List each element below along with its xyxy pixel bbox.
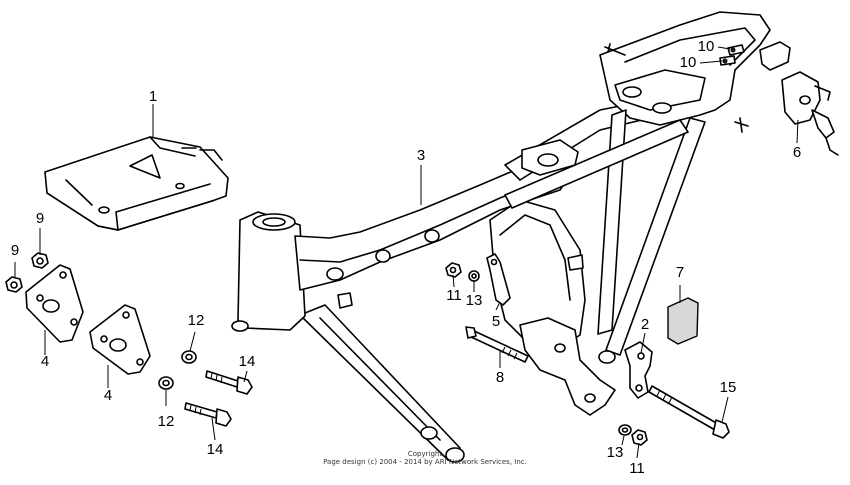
callout-14-upper: 14 xyxy=(239,353,256,370)
engine-hanger-lower xyxy=(89,304,151,375)
skid-plate xyxy=(44,136,229,231)
callout-8: 8 xyxy=(496,369,504,386)
callout-4-upper: 4 xyxy=(41,353,49,370)
callout-2: 2 xyxy=(641,316,649,333)
callout-11-lower: 11 xyxy=(629,460,645,477)
nut-9-right xyxy=(31,252,49,269)
callout-labels: 1 2 3 4 4 5 6 7 8 9 9 10 10 11 11 12 12 … xyxy=(11,38,801,477)
lock-assembly-6 xyxy=(759,41,839,156)
callout-12-upper: 12 xyxy=(188,312,205,329)
bolt-10-upper xyxy=(727,44,745,56)
washer-12-lower xyxy=(158,376,174,390)
bolt-15 xyxy=(648,385,730,439)
copyright-footer: Copyright Page design (c) 2004 - 2014 by… xyxy=(323,450,527,466)
engine-hanger-upper xyxy=(25,264,84,343)
copyright-line-1: Copyright xyxy=(408,450,442,458)
callout-9-right: 9 xyxy=(36,210,44,227)
callout-1: 1 xyxy=(149,88,157,105)
callout-7: 7 xyxy=(676,264,684,281)
main-frame xyxy=(231,11,771,463)
nut-9-left xyxy=(5,276,23,293)
callout-12-lower: 12 xyxy=(158,413,175,430)
callout-13-lower: 13 xyxy=(607,444,624,461)
nut-11-lower xyxy=(631,429,648,446)
bolt-8 xyxy=(465,326,529,363)
callout-13-middle: 13 xyxy=(466,292,483,309)
callout-10-lower: 10 xyxy=(680,54,697,71)
bolt-14-lower xyxy=(184,402,232,427)
leader-lines xyxy=(14,46,799,459)
callout-11-middle: 11 xyxy=(446,287,462,304)
washer-13-lower xyxy=(618,424,632,436)
callout-5: 5 xyxy=(492,313,500,330)
callout-6: 6 xyxy=(793,144,801,161)
copyright-line-2: Page design (c) 2004 - 2014 by ARI Netwo… xyxy=(323,458,527,466)
callout-3: 3 xyxy=(417,147,425,164)
clip-2 xyxy=(624,341,653,399)
callout-10-upper: 10 xyxy=(698,38,715,55)
bracket-5 xyxy=(486,253,511,306)
nut-11-middle xyxy=(445,262,462,278)
bolt-10-lower xyxy=(719,55,736,66)
callout-15: 15 xyxy=(720,379,737,396)
washer-13-middle xyxy=(468,270,480,282)
callout-9-left: 9 xyxy=(11,242,19,259)
label-plate-7 xyxy=(667,297,699,345)
bolt-14-upper xyxy=(205,370,253,395)
callout-4-lower: 4 xyxy=(104,387,112,404)
washer-12-upper xyxy=(181,350,197,364)
callout-14-lower: 14 xyxy=(207,441,224,458)
